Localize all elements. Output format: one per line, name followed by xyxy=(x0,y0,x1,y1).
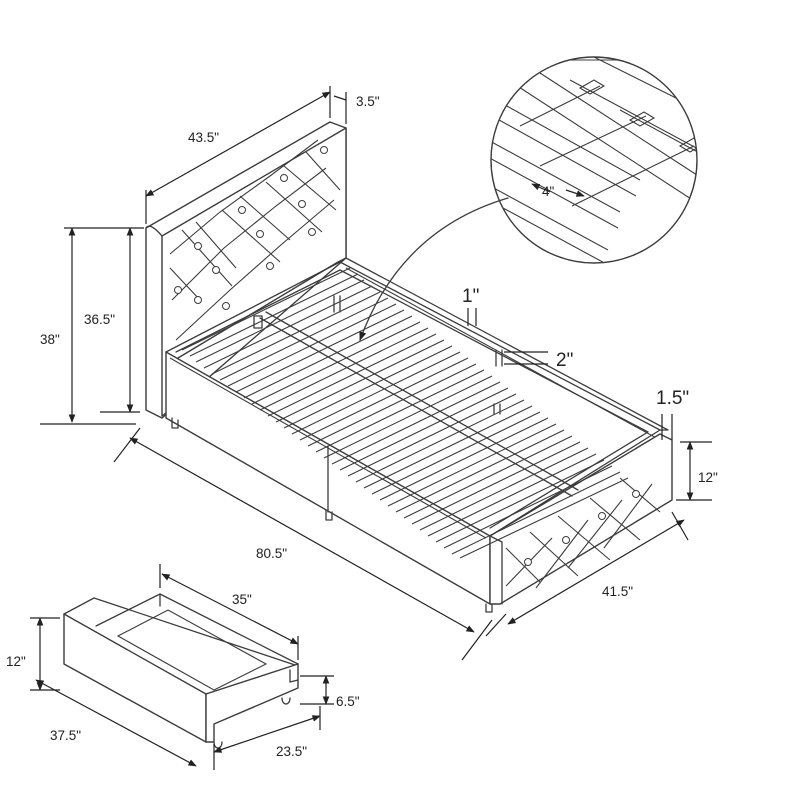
footboard xyxy=(489,433,673,605)
headboard-width-label: 43.5" xyxy=(188,130,219,145)
headboard-front xyxy=(161,127,347,417)
drawer-inner-height-label: 6.5" xyxy=(336,694,360,709)
drawer-width-label: 23.5" xyxy=(276,744,307,759)
slat-detail-magnifier xyxy=(359,56,698,341)
drawer-length-label: 37.5" xyxy=(50,728,81,743)
bed-width-label: 41.5" xyxy=(602,584,633,599)
drawer-inner-length-label: 35" xyxy=(232,592,252,607)
footboard-thickness-label: 1.5" xyxy=(656,388,689,409)
dimension-labels: 43.5" 3.5" 38" 36.5" 80.5" 41.5" 12" 1.5… xyxy=(6,94,718,759)
leg xyxy=(485,603,493,613)
bed-length-label: 80.5" xyxy=(256,546,287,561)
dimension-lines xyxy=(30,86,712,770)
drawer-wheel xyxy=(213,741,223,749)
headboard-height-label: 36.5" xyxy=(84,312,115,327)
slat-thickness-label: 1" xyxy=(462,286,479,307)
slat-gap-label: 4" xyxy=(542,184,555,199)
footboard-height-label: 12" xyxy=(698,470,718,485)
leg xyxy=(171,417,179,429)
headboard-thickness-label: 3.5" xyxy=(356,94,380,109)
drawer-wheel xyxy=(281,697,291,705)
magnifier-pointer xyxy=(359,197,509,341)
center-rail xyxy=(259,317,573,497)
slat-width-label: 2" xyxy=(556,350,573,371)
drawer-illustration xyxy=(63,593,299,749)
total-height-label: 38" xyxy=(40,332,60,347)
drawer-side xyxy=(63,613,207,743)
drawer-height-label: 12" xyxy=(6,654,26,669)
